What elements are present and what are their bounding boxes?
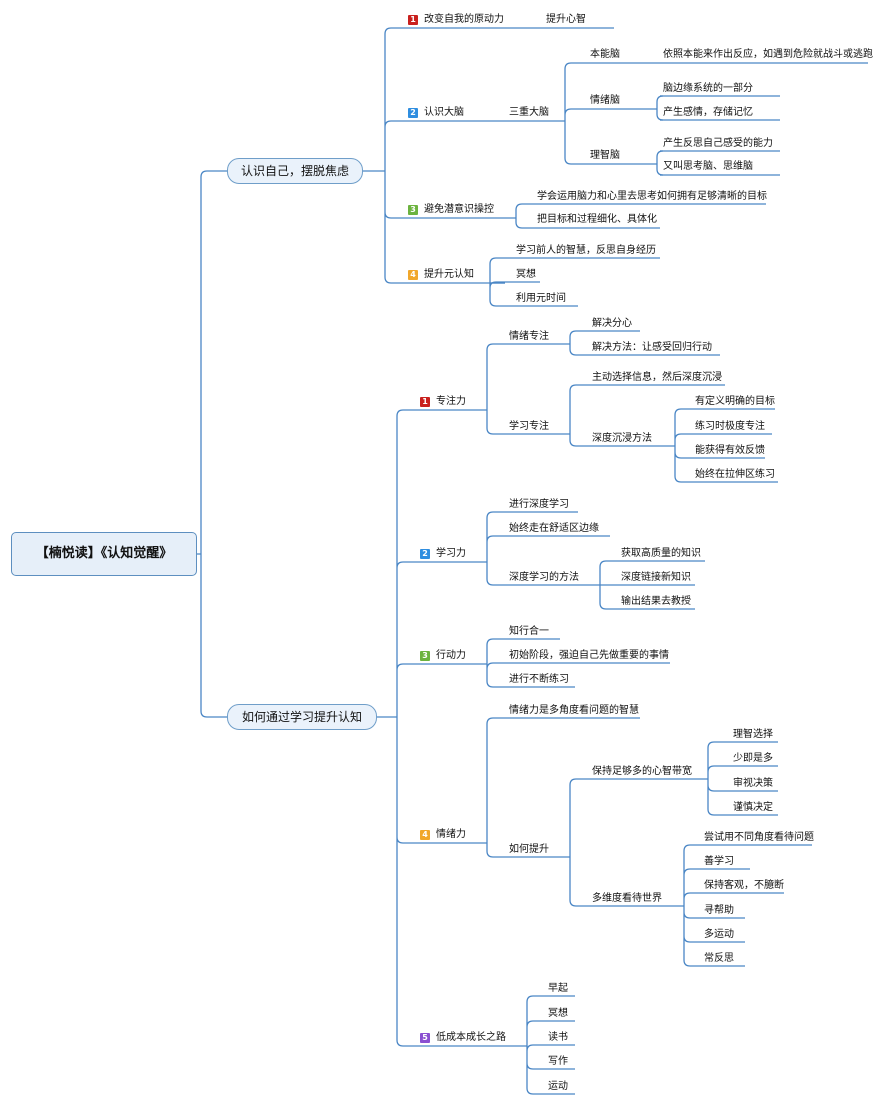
- topic-deep-method[interactable]: 深度学习的方法: [509, 572, 579, 583]
- topic-reflection[interactable]: 常反思: [704, 953, 734, 964]
- branch-know-yourself[interactable]: 认识自己，摆脱焦虑: [227, 158, 363, 184]
- topic-subconscious[interactable]: 避免潜意识操控: [424, 204, 494, 215]
- topic-distraction[interactable]: 解决分心: [592, 318, 632, 329]
- topic-emotion-brain[interactable]: 情绪脑: [590, 95, 620, 106]
- topic-link-knowledge[interactable]: 深度链接新知识: [621, 572, 691, 583]
- topic-motivation[interactable]: 改变自我的原动力: [424, 14, 504, 25]
- topic-writing[interactable]: 写作: [548, 1056, 568, 1067]
- priority-4-icon: 4: [420, 830, 430, 840]
- priority-5-icon: 5: [420, 1033, 430, 1043]
- topic-clear-target[interactable]: 有定义明确的目标: [695, 396, 775, 407]
- topic-mental-bandwidth[interactable]: 保持足够多的心智带宽: [592, 766, 692, 777]
- topic-multi-dimension[interactable]: 多维度看待世界: [592, 893, 662, 904]
- topic-learning-power[interactable]: 学习力: [436, 548, 466, 559]
- topic-sport[interactable]: 运动: [548, 1081, 568, 1092]
- topic-practice[interactable]: 进行不断练习: [509, 674, 569, 685]
- topic-objective[interactable]: 保持客观，不臆断: [704, 880, 784, 891]
- topic-limbic[interactable]: 脑边缘系统的一部分: [663, 83, 753, 94]
- topic-feedback[interactable]: 能获得有效反馈: [695, 445, 765, 456]
- topic-reflect[interactable]: 产生反思自己感受的能力: [663, 138, 773, 149]
- topic-extreme-focus[interactable]: 练习时极度专注: [695, 421, 765, 432]
- priority-2-icon: 2: [420, 549, 430, 559]
- topic-important-first[interactable]: 初始阶段，强迫自己先做重要的事情: [509, 650, 669, 661]
- priority-1-icon: 1: [408, 15, 418, 25]
- priority-3-icon: 3: [420, 651, 430, 661]
- priority-4-icon: 4: [408, 270, 418, 280]
- topic-different-angles[interactable]: 尝试用不同角度看待问题: [704, 832, 814, 843]
- topic-learn-wisdom[interactable]: 学习前人的智慧，反思自身经历: [516, 245, 656, 256]
- topic-exercise[interactable]: 多运动: [704, 929, 734, 940]
- topic-instinct-brain[interactable]: 本能脑: [590, 49, 620, 60]
- root-node[interactable]: 【楠悦读】《认知觉醒》: [11, 532, 197, 576]
- topic-review-decision[interactable]: 审视决策: [733, 778, 773, 789]
- priority-1-icon: 1: [420, 397, 430, 407]
- topic-knowing-doing[interactable]: 知行合一: [509, 626, 549, 637]
- topic-comfort-edge[interactable]: 始终走在舒适区边缘: [509, 523, 599, 534]
- topic-improve-mind[interactable]: 提升心智: [546, 14, 586, 25]
- topic-clear-goals[interactable]: 学会运用脑力和心里去思考如何拥有足够清晰的目标: [537, 191, 767, 202]
- topic-meditate[interactable]: 冥想: [516, 269, 536, 280]
- topic-teach[interactable]: 输出结果去教授: [621, 596, 691, 607]
- topic-quality-knowledge[interactable]: 获取高质量的知识: [621, 548, 701, 559]
- topic-emotion-power[interactable]: 情绪力: [436, 829, 466, 840]
- topic-action-power[interactable]: 行动力: [436, 650, 466, 661]
- topic-meditation[interactable]: 冥想: [548, 1008, 568, 1019]
- topic-low-cost-growth[interactable]: 低成本成长之路: [436, 1032, 506, 1043]
- topic-how-improve[interactable]: 如何提升: [509, 844, 549, 855]
- topic-choose-info[interactable]: 主动选择信息，然后深度沉浸: [592, 372, 722, 383]
- topic-meta-time[interactable]: 利用元时间: [516, 293, 566, 304]
- branch-learning-cognition[interactable]: 如何通过学习提升认知: [227, 704, 377, 730]
- topic-rational-choice[interactable]: 理智选择: [733, 729, 773, 740]
- topic-know-brain[interactable]: 认识大脑: [424, 107, 464, 118]
- topic-careful-decision[interactable]: 谨慎决定: [733, 802, 773, 813]
- topic-metacognition[interactable]: 提升元认知: [424, 269, 474, 280]
- topic-good-learning[interactable]: 善学习: [704, 856, 734, 867]
- topic-instinct-desc[interactable]: 依照本能来作出反应，如遇到危险就战斗或逃跑: [663, 49, 873, 60]
- topic-deep-immersion[interactable]: 深度沉浸方法: [592, 433, 652, 444]
- priority-2-icon: 2: [408, 108, 418, 118]
- topic-less-is-more[interactable]: 少即是多: [733, 753, 773, 764]
- topic-triune-brain[interactable]: 三重大脑: [509, 107, 549, 118]
- topic-thinking-brain[interactable]: 又叫思考脑、思维脑: [663, 161, 753, 172]
- topic-deep-learning[interactable]: 进行深度学习: [509, 499, 569, 510]
- topic-return-action[interactable]: 解决方法：让感受回归行动: [592, 342, 712, 353]
- topic-multi-angle[interactable]: 情绪力是多角度看问题的智慧: [509, 705, 639, 716]
- topic-focus[interactable]: 专注力: [436, 396, 466, 407]
- priority-3-icon: 3: [408, 205, 418, 215]
- topic-emotional-focus[interactable]: 情绪专注: [509, 331, 549, 342]
- topic-learning-focus[interactable]: 学习专注: [509, 421, 549, 432]
- topic-feelings[interactable]: 产生感情，存储记忆: [663, 107, 753, 118]
- topic-stretch-zone[interactable]: 始终在拉伸区练习: [695, 469, 775, 480]
- topic-refine-goals[interactable]: 把目标和过程细化、具体化: [537, 214, 657, 225]
- topic-seek-help[interactable]: 寻帮助: [704, 905, 734, 916]
- topic-reason-brain[interactable]: 理智脑: [590, 150, 620, 161]
- topic-early-rise[interactable]: 早起: [548, 983, 568, 994]
- topic-reading[interactable]: 读书: [548, 1032, 568, 1043]
